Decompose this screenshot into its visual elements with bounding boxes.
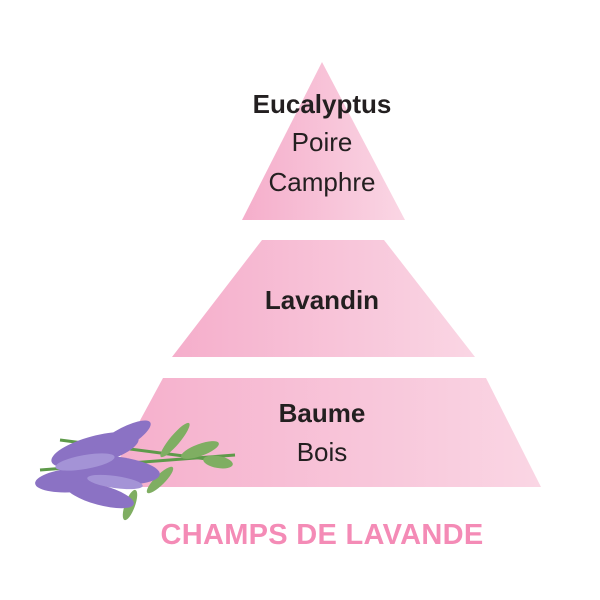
top-tier-note: Poire <box>291 127 353 157</box>
lavender-bouquet-image <box>35 420 236 521</box>
pyramid-top-tier <box>242 62 405 220</box>
middle-tier-heading: Lavandin <box>264 285 380 315</box>
top-tier-heading: Eucalyptus <box>252 89 392 119</box>
top-tier-note: Camphre <box>268 167 376 197</box>
base-tier-heading: Baume <box>278 398 366 428</box>
pyramid-middle-tier <box>172 240 475 357</box>
base-tier-note: Bois <box>296 437 348 467</box>
fragrance-title: CHAMPS DE LAVANDE <box>160 519 484 551</box>
